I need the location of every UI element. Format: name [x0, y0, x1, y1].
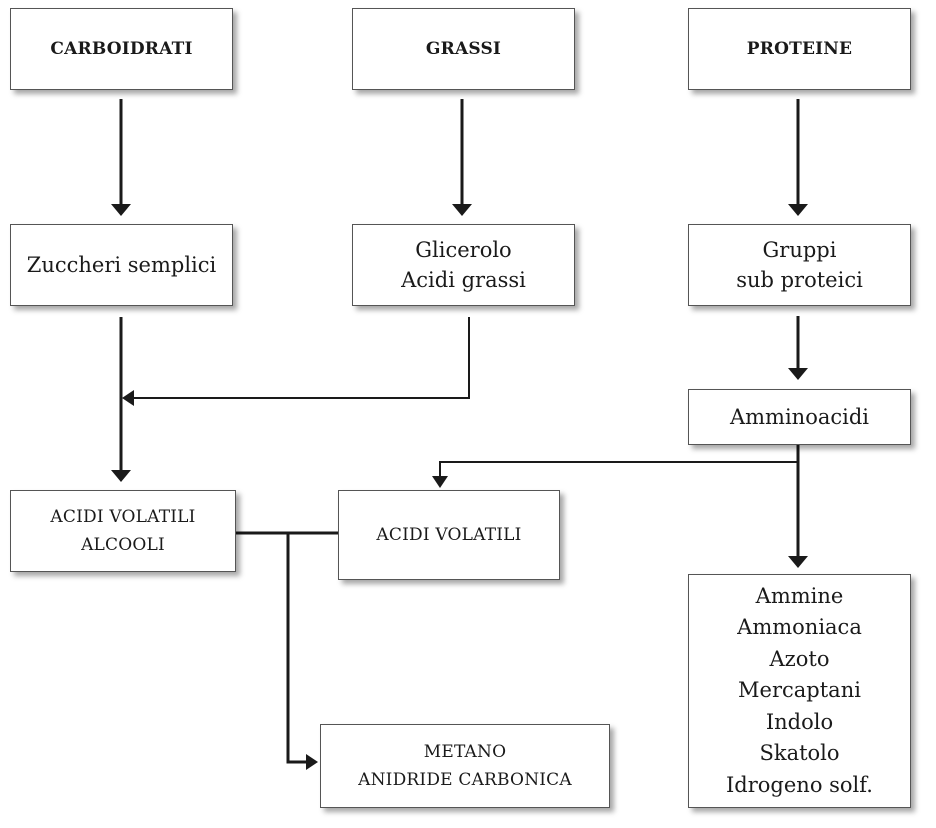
node-azotati-line-6: Skatolo: [759, 741, 840, 766]
node-grassi: GRASSI: [352, 8, 575, 90]
node-grassi-line: GRASSI: [425, 39, 502, 59]
node-azotati-line-7: Idrogeno solf.: [726, 772, 873, 797]
node-gruppi-line-1: Gruppi: [762, 238, 837, 262]
node-amminoacidi: Amminoacidi: [688, 389, 911, 445]
node-acidi-volatili-line: ACIDI VOLATILI: [376, 525, 522, 545]
node-gruppi-line-2: sub proteici: [736, 268, 863, 292]
node-proteine-line: PROTEINE: [746, 39, 853, 59]
node-proteine: PROTEINE: [688, 8, 911, 90]
node-azotati-line-4: Mercaptani: [738, 678, 861, 703]
node-metano-line-2: ANIDRIDE CARBONICA: [358, 770, 572, 790]
node-azotati-line-2: Ammoniaca: [737, 615, 862, 640]
node-acidi-volatili-alcooli: ACIDI VOLATILI ALCOOLI: [10, 490, 236, 572]
node-amminoacidi-line: Amminoacidi: [729, 405, 870, 429]
node-prodotti-azotati: Ammine Ammoniaca Azoto Mercaptani Indolo…: [688, 574, 911, 808]
arrow-to-metano: [286, 533, 308, 764]
node-avalc-line-2: ALCOOLI: [81, 535, 165, 555]
node-metano-anidride-carbonica: METANO ANIDRIDE CARBONICA: [320, 724, 610, 808]
node-azotati-line-3: Azoto: [769, 646, 830, 671]
node-gruppi-sub-proteici: Gruppi sub proteici: [688, 224, 911, 306]
node-azotati-line-5: Indolo: [765, 709, 834, 734]
arrow-amminoacidi-acidi-volatili: [439, 461, 798, 478]
node-avalc-line-1: ACIDI VOLATILI: [50, 507, 196, 527]
node-glicerolo-line-1: Glicerolo: [415, 238, 512, 262]
node-metano-line-1: METANO: [423, 742, 507, 762]
node-carboidrati: CARBOIDRATI: [10, 8, 233, 90]
node-glicerolo-line-2: Acidi grassi: [401, 268, 526, 292]
node-glicerolo-acidi-grassi: Glicerolo Acidi grassi: [352, 224, 575, 306]
node-zuccheri-line: Zuccheri semplici: [26, 253, 217, 277]
node-zuccheri-semplici: Zuccheri semplici: [10, 224, 233, 306]
node-acidi-volatili: ACIDI VOLATILI: [338, 490, 560, 580]
arrow-glicerolo-join: [132, 317, 470, 399]
node-carboidrati-line: CARBOIDRATI: [50, 39, 193, 59]
node-azotati-line-1: Ammine: [755, 583, 844, 608]
